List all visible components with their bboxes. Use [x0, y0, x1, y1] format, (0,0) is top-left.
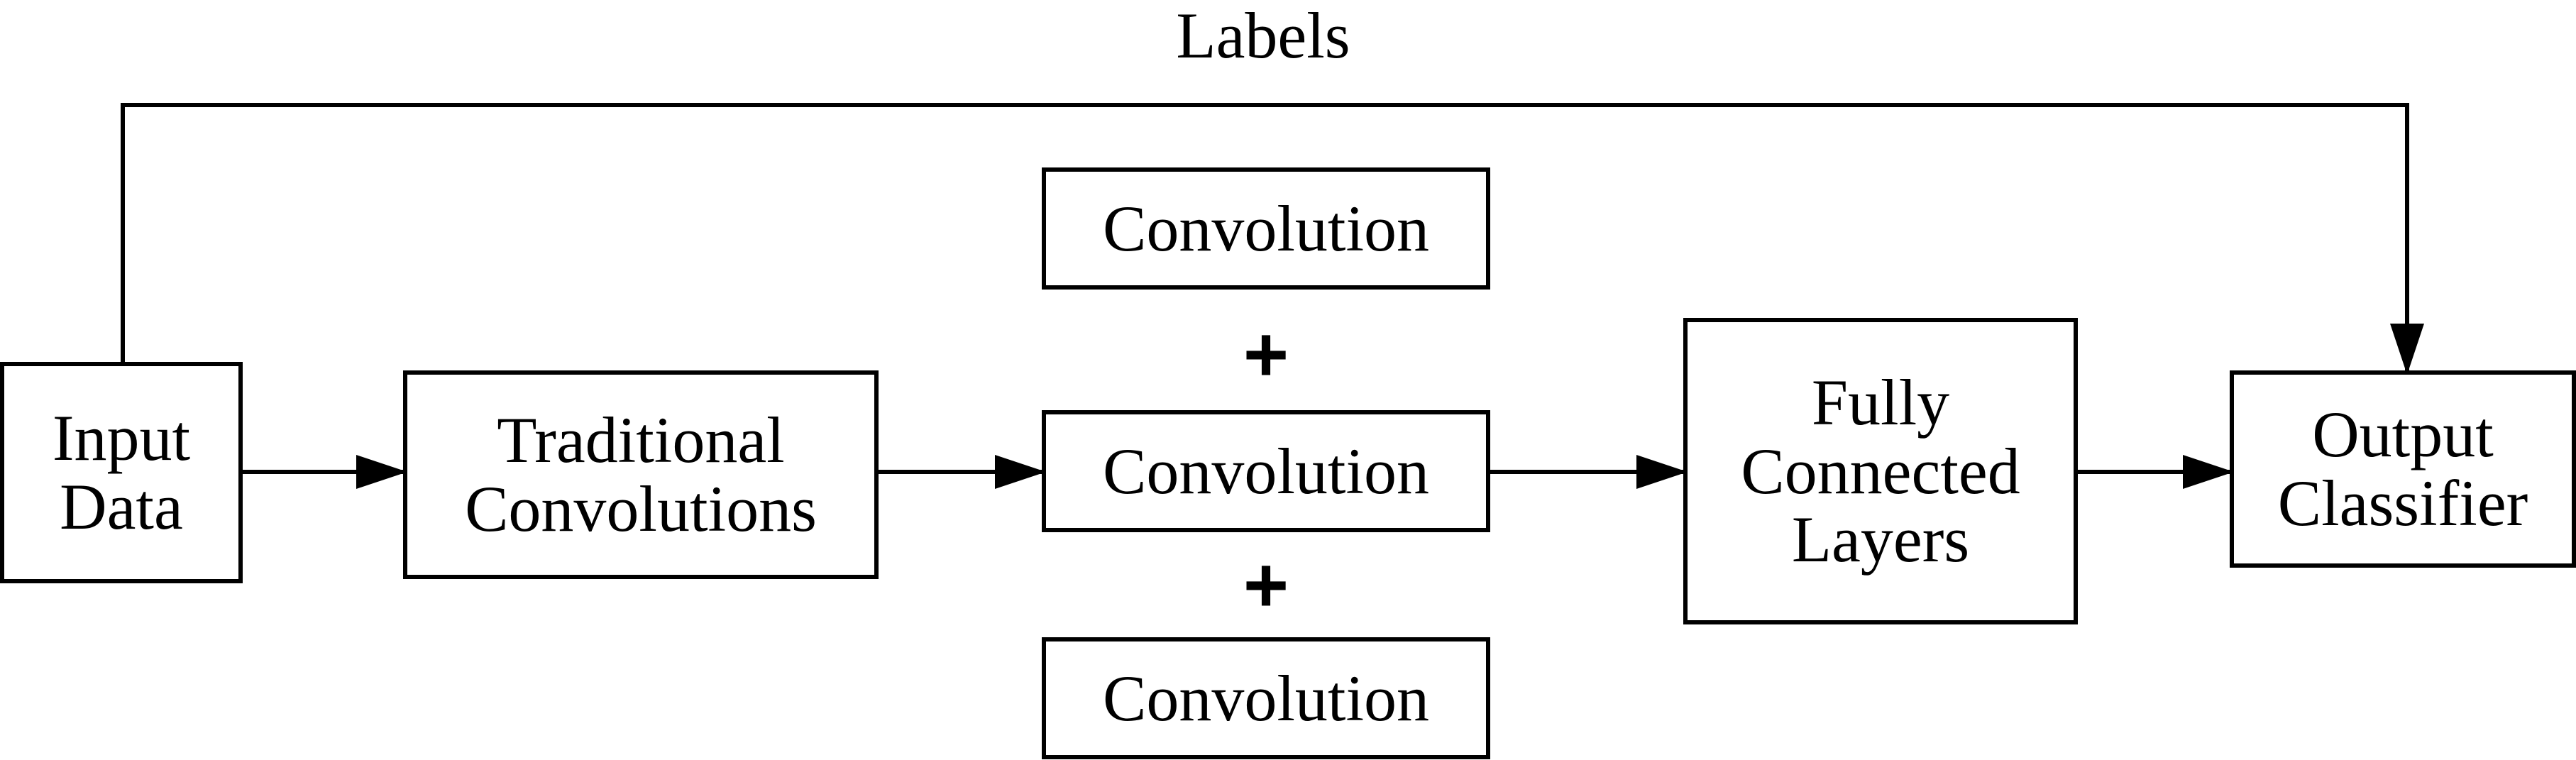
fully-connected-line-3: Layers [1791, 503, 1970, 576]
convolution-bottom-label: Convolution [1102, 661, 1430, 734]
input-data-box: Input Data [0, 362, 243, 583]
convolution-middle-box: Convolution [1042, 410, 1490, 532]
plus-sign-lower: + [1243, 541, 1289, 629]
fully-connected-line-1: Fully [1811, 366, 1950, 439]
labels-feedback-label: Labels [1176, 0, 1350, 72]
input-data-line-1: Input [52, 402, 191, 475]
fully-connected-layers-box: Fully Connected Layers [1683, 318, 2078, 624]
convolution-bottom-box: Convolution [1042, 637, 1490, 759]
fully-connected-line-2: Connected [1741, 434, 2020, 507]
convolution-top-box: Convolution [1042, 167, 1490, 290]
output-classifier-line-2: Classifier [2277, 467, 2528, 539]
output-classifier-box: Output Classifier [2230, 370, 2576, 568]
labels-feedback-line [121, 103, 2424, 375]
traditional-convolutions-box: Traditional Convolutions [403, 370, 879, 579]
traditional-convolutions-line-1: Traditional [497, 404, 785, 477]
convolution-top-label: Convolution [1102, 192, 1430, 265]
traditional-convolutions-line-2: Convolutions [465, 473, 817, 545]
input-data-line-2: Data [60, 470, 183, 543]
convolution-middle-label: Convolution [1102, 434, 1430, 507]
output-classifier-line-1: Output [2312, 398, 2494, 471]
plus-sign-upper: + [1243, 311, 1289, 398]
